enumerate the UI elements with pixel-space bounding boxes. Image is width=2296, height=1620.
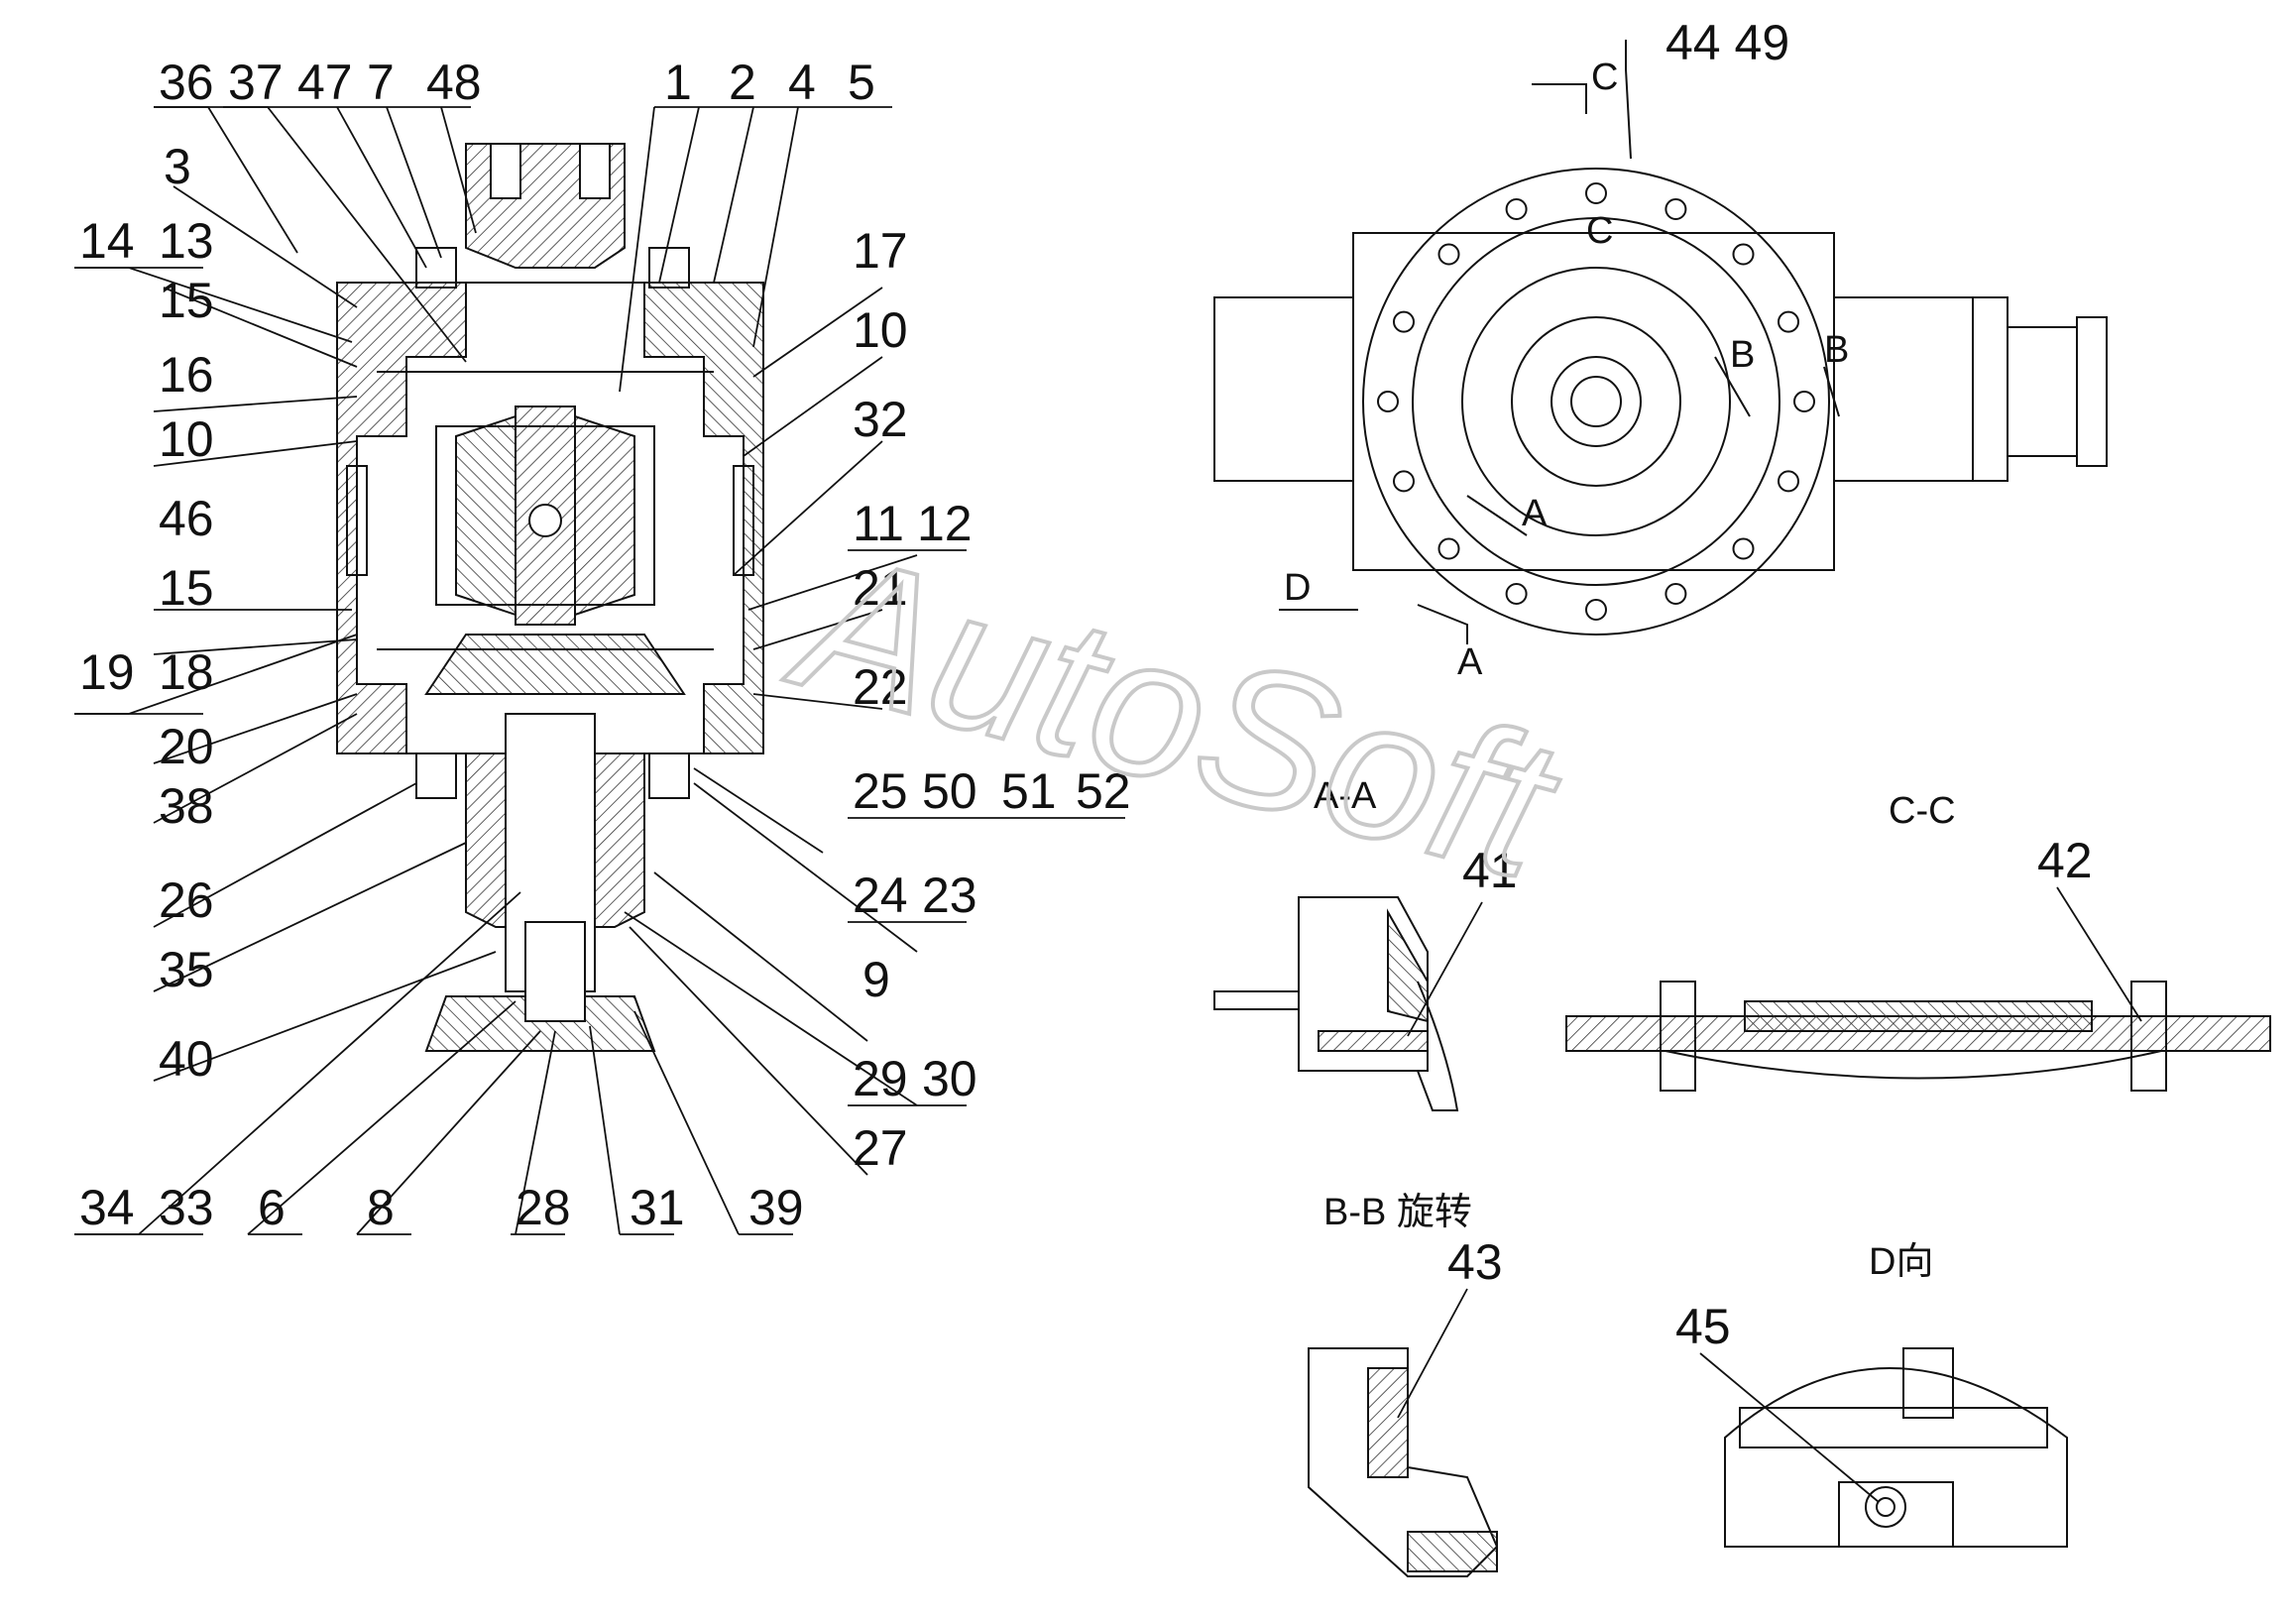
flange-bolt-hole [1665,583,1687,605]
view-d-title: D向 [1869,1241,1933,1283]
flange-bolt-hole [1377,391,1399,412]
mark-a-inner: A [1522,493,1548,534]
callout-20: 20 [159,719,214,774]
flange-bolt-hole [1793,391,1815,412]
callout-7: 7 [367,55,395,110]
callout-1: 1 [664,55,692,110]
callout-29: 29 [853,1051,908,1106]
mark-c-inner: C [1586,210,1613,252]
callout-12: 12 [917,496,973,551]
callout-45: 45 [1675,1299,1731,1354]
callout-15: 15 [159,273,214,328]
callout-19: 19 [79,644,135,700]
callout-50: 50 [922,763,977,819]
view-cc-title: C-C [1889,790,1956,832]
flange-bolt-hole [1732,537,1755,560]
view-cc [1565,981,2271,1092]
flange-bolt-hole [1778,470,1799,493]
callout-32: 32 [853,392,908,447]
callout-30: 30 [922,1051,977,1106]
callout-26: 26 [159,872,214,928]
end-view-section-marks [1279,40,1840,644]
callout-22: 22 [853,659,908,715]
callout-6: 6 [258,1180,286,1235]
flange-bolt-hole [1585,182,1607,204]
flange-bolt-hole [1778,310,1799,333]
callout-35: 35 [159,942,214,997]
callout-38: 38 [159,778,214,834]
mark-b-left: B [1730,334,1755,376]
callout-33: 33 [159,1180,214,1235]
view-aa [1213,896,1459,1111]
callout-27: 27 [853,1120,908,1176]
callout-18: 18 [159,644,214,700]
callout-labels: 36 37 47 7 48 1 2 4 5 3 14 13 15 16 10 4… [79,55,1131,1235]
end-view-bolt-holes [1377,182,1815,621]
callout-46: 46 [159,491,214,546]
callout-10b: 10 [853,302,908,358]
flange-bolt-hole [1393,470,1415,493]
flange-bolt-hole [1393,310,1415,333]
callout-14: 14 [79,213,135,269]
callout-8: 8 [367,1180,395,1235]
callout-24: 24 [853,868,908,923]
flange-bolt-hole [1437,243,1460,266]
callout-21: 21 [853,560,908,616]
flange-bolt-hole [1437,537,1460,560]
callout-31: 31 [630,1180,685,1235]
callout-13: 13 [159,213,214,269]
callout-9: 9 [862,952,890,1007]
callout-16: 16 [159,347,214,403]
flange-bolt-hole [1585,599,1607,621]
callout-15b: 15 [159,560,214,616]
view-bb [1308,1347,1499,1577]
callout-underlines [74,106,1125,1235]
view-aa-title: A-A [1314,775,1377,817]
callout-42: 42 [2037,833,2093,888]
view-bb-title: B-B 旋转 [1323,1192,1472,1233]
callout-51: 51 [1001,763,1057,819]
callout-2: 2 [729,55,756,110]
callout-47: 47 [297,55,353,110]
end-view-mark-labels: C C B B A A D 44 49 [1284,15,1849,683]
main-section-view [336,143,764,1052]
end-view [1213,168,2108,636]
mark-c-top: C [1591,57,1618,98]
callout-4: 4 [788,55,816,110]
callout-41: 41 [1462,843,1518,898]
flange-bolt-hole [1665,198,1687,220]
callout-44-49: 44 49 [1665,15,1789,70]
callout-3: 3 [164,139,191,194]
callout-39: 39 [748,1180,804,1235]
flange-bolt-hole [1505,583,1528,605]
callout-25: 25 [853,763,908,819]
callout-17: 17 [853,223,908,279]
flange-bolt-hole [1505,198,1528,220]
callout-36: 36 [159,55,214,110]
view-d [1724,1347,2068,1548]
callout-11: 11 [853,496,904,551]
mark-a-bottom: A [1457,641,1483,683]
callout-28: 28 [516,1180,571,1235]
callout-40: 40 [159,1031,214,1087]
callout-37: 37 [228,55,284,110]
callout-5: 5 [848,55,875,110]
callout-52: 52 [1076,763,1131,819]
callout-34: 34 [79,1180,135,1235]
mark-b-right: B [1824,329,1849,371]
callout-23: 23 [922,868,977,923]
callout-10: 10 [159,411,214,467]
flange-bolt-hole [1732,243,1755,266]
callout-43: 43 [1447,1234,1503,1290]
callout-48: 48 [426,55,482,110]
mark-d: D [1284,567,1311,609]
